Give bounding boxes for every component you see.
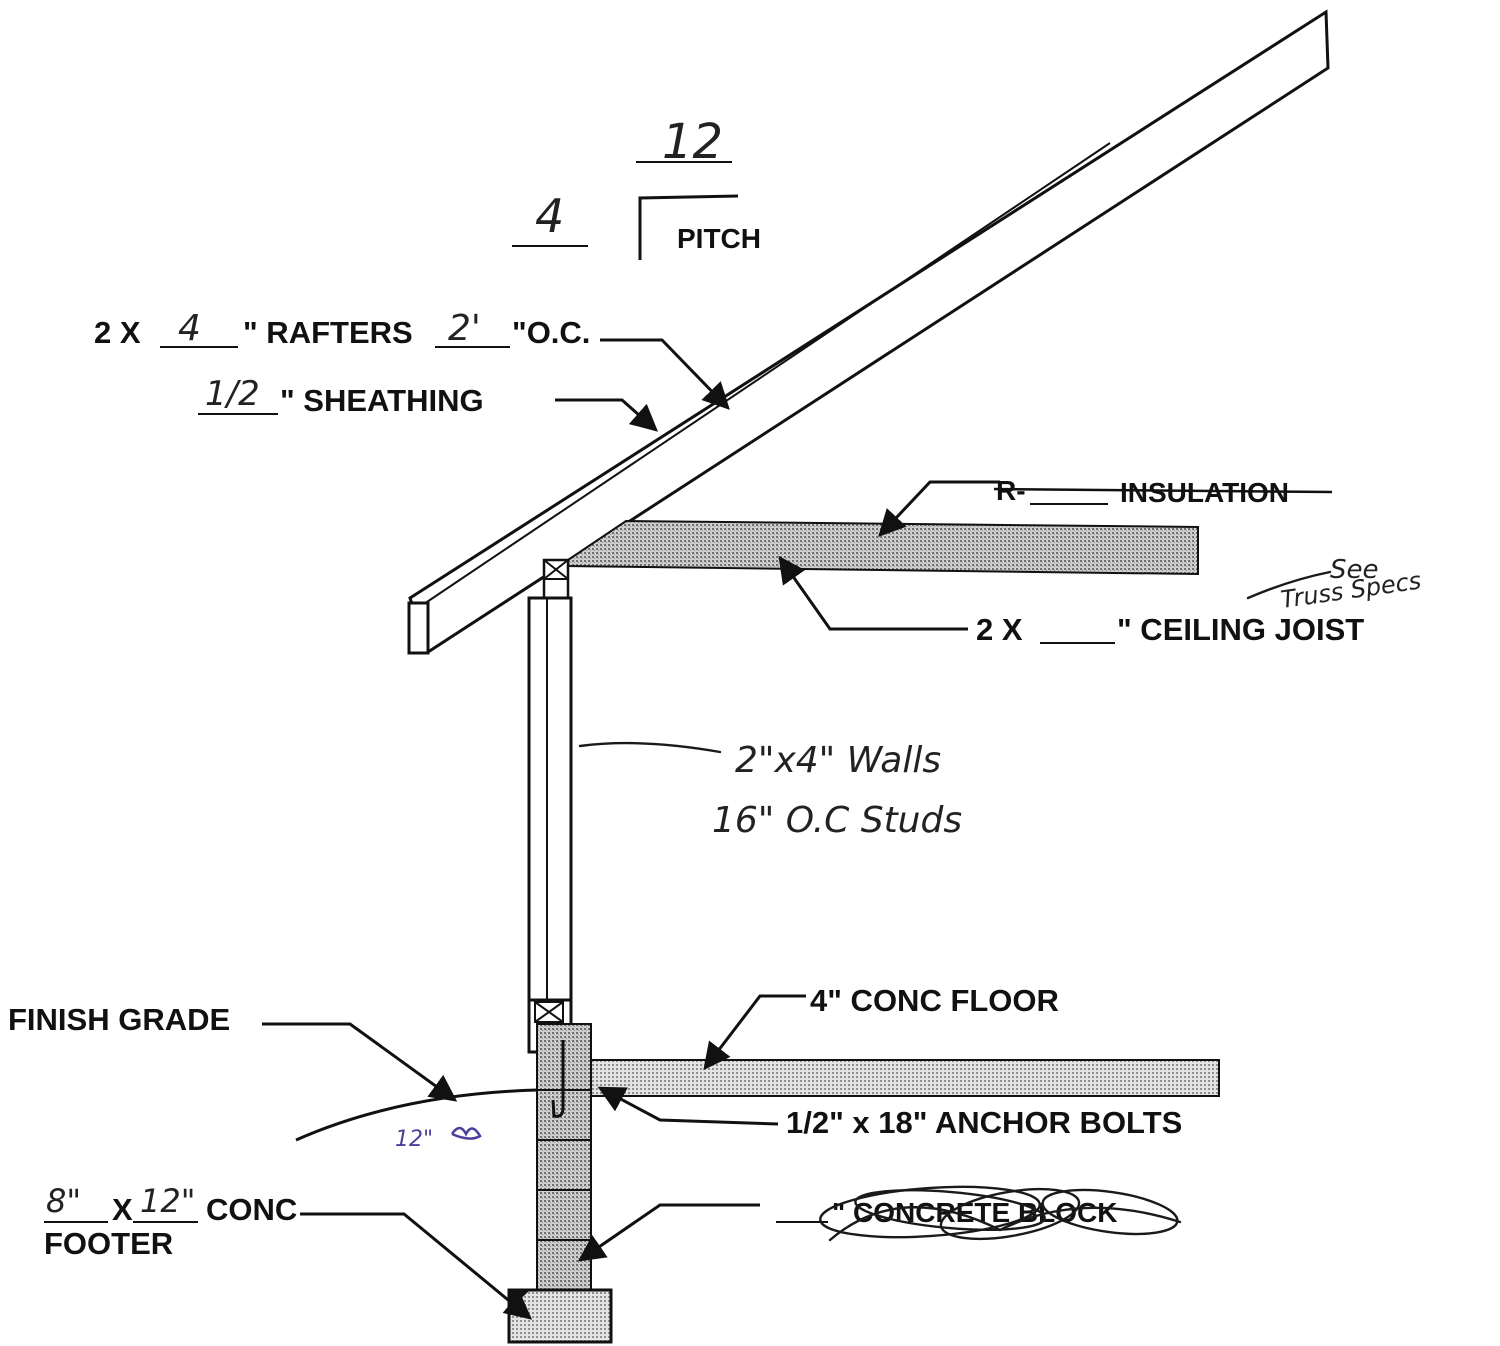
fascia-board bbox=[407, 601, 430, 655]
pitch-triangle-bracket bbox=[638, 194, 739, 260]
walls-note-line-2: 16" O.C Studs bbox=[712, 800, 962, 841]
footer-depth-value: 12" bbox=[140, 1182, 195, 1220]
sheathing-label: " SHEATHING bbox=[280, 383, 484, 418]
ceiling-joist-note-1: See bbox=[1330, 555, 1379, 585]
rafters-suffix: "O.C. bbox=[512, 315, 590, 350]
sheathing-callout: 1/2 " SHEATHING bbox=[198, 374, 484, 418]
ceiling-joist bbox=[564, 519, 1199, 576]
ceiling-joist-label: " CEILING JOIST bbox=[1117, 612, 1364, 647]
scribble-mark bbox=[819, 1185, 1182, 1242]
concrete-floor-slab bbox=[590, 1059, 1220, 1097]
rafters-spacing-value: 2' bbox=[448, 308, 481, 349]
insulation-callout: R- INSULATION bbox=[993, 475, 1333, 508]
rafters-size-value: 4 bbox=[178, 308, 201, 349]
sheathing-size-value: 1/2 bbox=[205, 374, 260, 414]
wall-stud bbox=[527, 596, 573, 1005]
leader-lines bbox=[262, 338, 1000, 1320]
footer-width-value: 8" bbox=[46, 1182, 81, 1220]
pitch-label: PITCH bbox=[677, 223, 761, 254]
sheathing-line bbox=[414, 142, 1111, 611]
anchor-bolt bbox=[551, 1040, 565, 1118]
see-specs-leader bbox=[1246, 570, 1332, 600]
pitch-run-value: 12 bbox=[662, 114, 723, 170]
finish-grade-note: 12" bbox=[395, 1127, 433, 1152]
insulation-strikethrough bbox=[993, 487, 1333, 494]
finish-grade-label: FINISH GRADE bbox=[8, 1002, 230, 1037]
concrete-block-callout: " CONCRETE BLOCK bbox=[776, 1185, 1182, 1242]
insulation-r-label: R- bbox=[996, 475, 1026, 506]
pitch-indicator: 12 4 PITCH bbox=[512, 114, 761, 260]
pitch-rise-value: 4 bbox=[535, 189, 564, 243]
concrete-footer bbox=[507, 1288, 613, 1344]
floor-label: 4" CONC FLOOR bbox=[810, 983, 1059, 1018]
walls-note-line-1: 2"x4" Walls bbox=[735, 740, 941, 781]
footer-callout: 8" X 12" CONC FOOTER bbox=[44, 1182, 297, 1261]
rafters-mid-label: " RAFTERS bbox=[243, 315, 413, 350]
footer-label-conc: CONC bbox=[206, 1192, 297, 1227]
rafters-callout: 2 X 4 " RAFTERS 2' "O.C. bbox=[94, 308, 590, 350]
finish-grade-scribble bbox=[450, 1126, 482, 1140]
footer-label-footer: FOOTER bbox=[44, 1226, 173, 1261]
finish-grade-curve bbox=[295, 1088, 538, 1142]
ceiling-joist-prefix: 2 X bbox=[976, 612, 1023, 647]
rafters-prefix: 2 X bbox=[94, 315, 141, 350]
walls-note: 2"x4" Walls 16" O.C Studs bbox=[712, 740, 962, 841]
ceiling-joist-body bbox=[564, 519, 1199, 576]
top-plate bbox=[542, 558, 570, 600]
anchor-bolts-label: 1/2" x 18" ANCHOR BOLTS bbox=[786, 1105, 1182, 1140]
roof-rafter bbox=[407, 9, 1330, 655]
footer-x: X bbox=[112, 1192, 133, 1227]
